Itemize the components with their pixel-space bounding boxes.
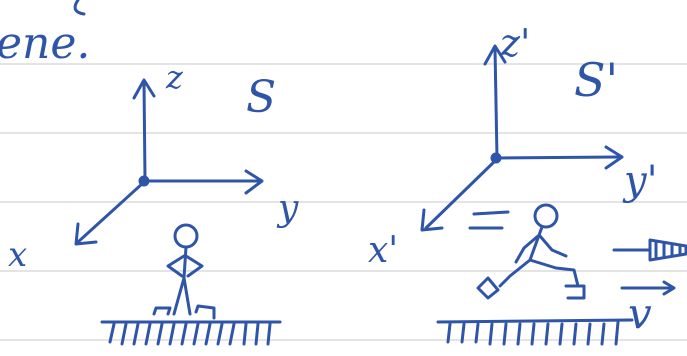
s-x-label: x bbox=[8, 235, 27, 275]
sp-z-label: z' bbox=[499, 21, 530, 65]
partial-top-text: ene. bbox=[0, 18, 90, 69]
standing-person-left-arm bbox=[166, 254, 186, 278]
sp-z-arrowhead bbox=[483, 44, 507, 66]
frame-s bbox=[74, 78, 264, 246]
velocity-arrow-head bbox=[648, 238, 687, 262]
ground-s-prime-line bbox=[436, 318, 634, 324]
velocity-label: v bbox=[628, 289, 652, 338]
sp-y-axis bbox=[495, 155, 620, 160]
running-person-front-leg bbox=[528, 258, 580, 288]
standing-person-right-leg bbox=[182, 276, 192, 316]
ground-s bbox=[100, 320, 282, 346]
sp-frame-label: S' bbox=[574, 53, 618, 107]
sp-origin bbox=[490, 152, 502, 164]
ground-s-prime-hatching bbox=[446, 320, 620, 346]
s-z-axis bbox=[142, 80, 147, 182]
sp-x-axis bbox=[424, 158, 498, 230]
standing-person-right-foot bbox=[194, 304, 216, 320]
running-person-back-foot bbox=[476, 276, 500, 300]
sp-y-arrowhead bbox=[604, 145, 624, 170]
s-y-arrowhead bbox=[244, 169, 264, 195]
velocity-indicator bbox=[612, 238, 687, 296]
sp-x-arrowhead bbox=[420, 208, 444, 232]
s-z-label: z bbox=[165, 58, 184, 96]
s-x-arrowhead bbox=[74, 222, 98, 246]
sp-z-axis bbox=[493, 46, 499, 160]
partial-letter-stroke bbox=[73, 0, 86, 16]
running-person bbox=[468, 203, 586, 300]
s-origin bbox=[138, 175, 150, 187]
standing-person bbox=[152, 223, 216, 320]
standing-person-right-arm bbox=[184, 254, 204, 278]
running-person-front-foot bbox=[564, 284, 586, 300]
running-person-body bbox=[528, 225, 544, 262]
s-x-axis bbox=[76, 181, 145, 244]
ground-s-hatching bbox=[108, 322, 272, 346]
ground-s-prime bbox=[436, 318, 634, 346]
velocity-vector-bar-head bbox=[662, 280, 676, 296]
velocity-arrow-hatch bbox=[654, 240, 682, 260]
sp-x-label: x' bbox=[368, 230, 398, 271]
standing-person-head bbox=[173, 223, 199, 249]
standing-person-left-leg bbox=[172, 276, 186, 316]
standing-person-body bbox=[182, 245, 188, 280]
sp-y-label: y' bbox=[622, 158, 658, 204]
s-y-label: y bbox=[276, 188, 299, 229]
frame-s-prime bbox=[420, 44, 624, 232]
motion-lines bbox=[468, 210, 510, 230]
running-person-head bbox=[533, 203, 559, 229]
running-person-left-arm bbox=[514, 234, 540, 264]
running-person-right-arm bbox=[538, 234, 568, 258]
running-person-back-leg bbox=[498, 258, 532, 288]
s-frame-label: S bbox=[246, 72, 276, 123]
s-z-arrowhead bbox=[132, 78, 156, 100]
standing-person-left-foot bbox=[152, 306, 172, 316]
